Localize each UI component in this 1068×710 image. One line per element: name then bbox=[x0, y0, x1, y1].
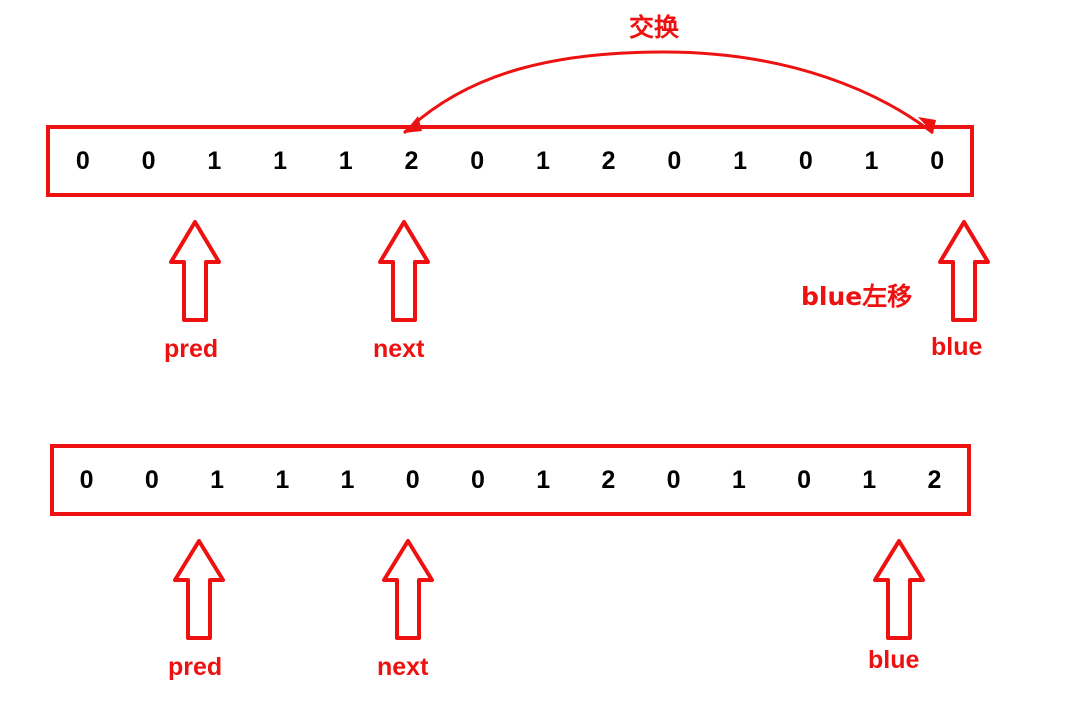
pointer-label-pred: pred bbox=[164, 335, 219, 363]
array-cell: 2 bbox=[601, 465, 616, 494]
array-cell: 0 bbox=[405, 465, 420, 494]
pointer-label-blue: blue bbox=[931, 333, 983, 361]
pointer-label-next: next bbox=[377, 653, 429, 681]
array-cell: 0 bbox=[79, 465, 94, 494]
swap-annotation-label: 交换 bbox=[629, 13, 680, 42]
pointer-arrow-next bbox=[382, 539, 434, 640]
pointer-label-next: next bbox=[373, 335, 425, 363]
array-cell: 2 bbox=[927, 465, 942, 494]
array-cell: 1 bbox=[340, 465, 355, 494]
array-cell: 0 bbox=[470, 146, 485, 175]
array-cell: 1 bbox=[207, 146, 222, 175]
array-cell: 0 bbox=[797, 465, 811, 494]
array-cell: 1 bbox=[338, 146, 353, 175]
array-cell: 1 bbox=[273, 146, 287, 175]
pointer-label-pred: pred bbox=[168, 653, 223, 681]
array-cell: 1 bbox=[536, 465, 551, 494]
array-cell: 0 bbox=[144, 465, 159, 494]
array-cell: 0 bbox=[75, 146, 90, 175]
array-cell: 2 bbox=[601, 146, 616, 175]
array-cell: 1 bbox=[210, 465, 224, 494]
array-cell: 0 bbox=[141, 146, 156, 175]
array-cell: 1 bbox=[731, 465, 746, 494]
pointer-arrow-next bbox=[378, 220, 430, 322]
array-cell: 0 bbox=[667, 146, 682, 175]
array-row-after: 0 0 1 1 1 0 0 1 2 0 1 0 1 2 bbox=[50, 444, 971, 516]
array-cell: 0 bbox=[798, 146, 813, 175]
pointer-arrow-pred bbox=[173, 539, 225, 640]
array-cell: 1 bbox=[864, 146, 879, 175]
array-cell: 0 bbox=[666, 465, 681, 494]
array-cell: 2 bbox=[404, 146, 419, 175]
swap-arc-path bbox=[402, 50, 934, 135]
array-cell: 0 bbox=[470, 465, 485, 494]
pointer-arrow-pred bbox=[169, 220, 221, 322]
pointer-arrow-blue bbox=[938, 220, 990, 322]
array-row-before: 0 0 1 1 1 2 0 1 2 0 1 0 1 0 bbox=[46, 125, 974, 197]
array-cell: 1 bbox=[535, 146, 550, 175]
blue-move-annotation-label: blue左移 bbox=[801, 282, 913, 311]
array-cell: 1 bbox=[862, 465, 877, 494]
array-cell: 0 bbox=[930, 146, 945, 175]
pointer-label-blue: blue bbox=[868, 646, 920, 674]
pointer-arrow-blue bbox=[873, 539, 925, 640]
array-cell: 1 bbox=[733, 146, 747, 175]
array-cell: 1 bbox=[275, 465, 290, 494]
